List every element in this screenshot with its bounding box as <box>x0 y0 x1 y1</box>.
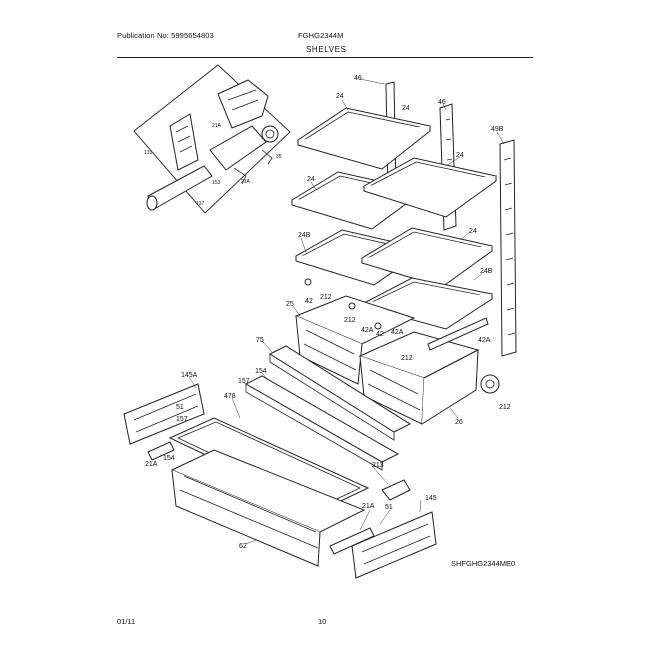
callout: 21A <box>145 461 158 468</box>
rail-49b <box>499 139 517 357</box>
callout: 42A <box>391 329 404 336</box>
callout: 24 <box>469 228 477 235</box>
callout: 213 <box>372 462 384 469</box>
callout: 21A <box>362 503 375 510</box>
callout: 35 <box>276 154 282 160</box>
callout: 154 <box>255 368 267 375</box>
clip-42-center <box>348 302 356 310</box>
callout: 154 <box>163 455 175 462</box>
callout: 25 <box>286 301 294 308</box>
callout: 46 <box>438 99 446 106</box>
callout: 137 <box>196 201 205 207</box>
section-title: SHELVES <box>306 45 347 54</box>
clip-42a-center <box>374 322 382 330</box>
glass-shelf-right-2 <box>362 157 498 218</box>
model-number: FGHG2344M <box>298 31 344 40</box>
callout: 49B <box>491 126 504 133</box>
callout: 51 <box>385 504 393 511</box>
header-rule <box>117 57 533 58</box>
crisper-drawer-right <box>358 331 480 425</box>
clip-42 <box>304 278 312 286</box>
glass-shelf-right-3 <box>360 227 494 288</box>
callout: 46 <box>354 75 362 82</box>
glass-shelf-bottom <box>364 277 494 330</box>
publication-number: Publication No: 5995654803 <box>117 31 214 40</box>
glass-shelf-top <box>296 107 432 170</box>
part-21a-left <box>147 441 175 461</box>
inset-detail <box>133 64 291 214</box>
drawer-cover-frame <box>244 345 412 471</box>
callout: 157 <box>176 416 188 423</box>
rail-42a <box>427 317 489 351</box>
callout: 212 <box>401 355 413 362</box>
callout-labels: 46 24 46 49B 24 24 24B 24 24B 42 212 25 … <box>144 75 511 550</box>
callout: 75 <box>256 337 264 344</box>
callout: 24 <box>402 105 410 112</box>
callout: 145A <box>181 372 198 379</box>
bolt-212 <box>480 374 500 394</box>
callout: 145 <box>425 495 437 502</box>
callout: 212 <box>344 317 356 324</box>
part-21a-right <box>329 527 375 555</box>
callout: 26 <box>455 419 463 426</box>
callout: 24 <box>456 152 464 159</box>
callout: 212 <box>499 404 511 411</box>
callout: 42 <box>376 331 384 338</box>
callout: 153 <box>212 180 221 186</box>
callout: 212 <box>320 294 332 301</box>
callout: 24B <box>480 268 493 275</box>
leader-lines <box>188 78 505 545</box>
callout: 62 <box>239 543 247 550</box>
callout: 131 <box>144 150 153 156</box>
callout: 42 <box>305 298 313 305</box>
footer-date: 01/11 <box>117 617 136 626</box>
callout: 24B <box>298 232 311 239</box>
callout: 478 <box>224 393 236 400</box>
callout: 24 <box>307 176 315 183</box>
part-213 <box>381 479 411 501</box>
callout: 21A <box>212 123 222 129</box>
diagram-code: SHFGHG2344ME0 <box>451 559 515 568</box>
callout: 21A <box>241 179 251 185</box>
slide-rail-145 <box>351 511 437 579</box>
callout: 157 <box>238 378 250 385</box>
slide-rail-145a <box>123 383 205 445</box>
callout: 42A <box>478 337 491 344</box>
callout: 42A <box>361 327 374 334</box>
pantry-drawer-62 <box>170 449 366 567</box>
crisper-drawer-left <box>294 295 416 385</box>
callout: 51 <box>176 404 184 411</box>
callout: 24 <box>336 93 344 100</box>
footer-page-number: 10 <box>318 617 327 626</box>
